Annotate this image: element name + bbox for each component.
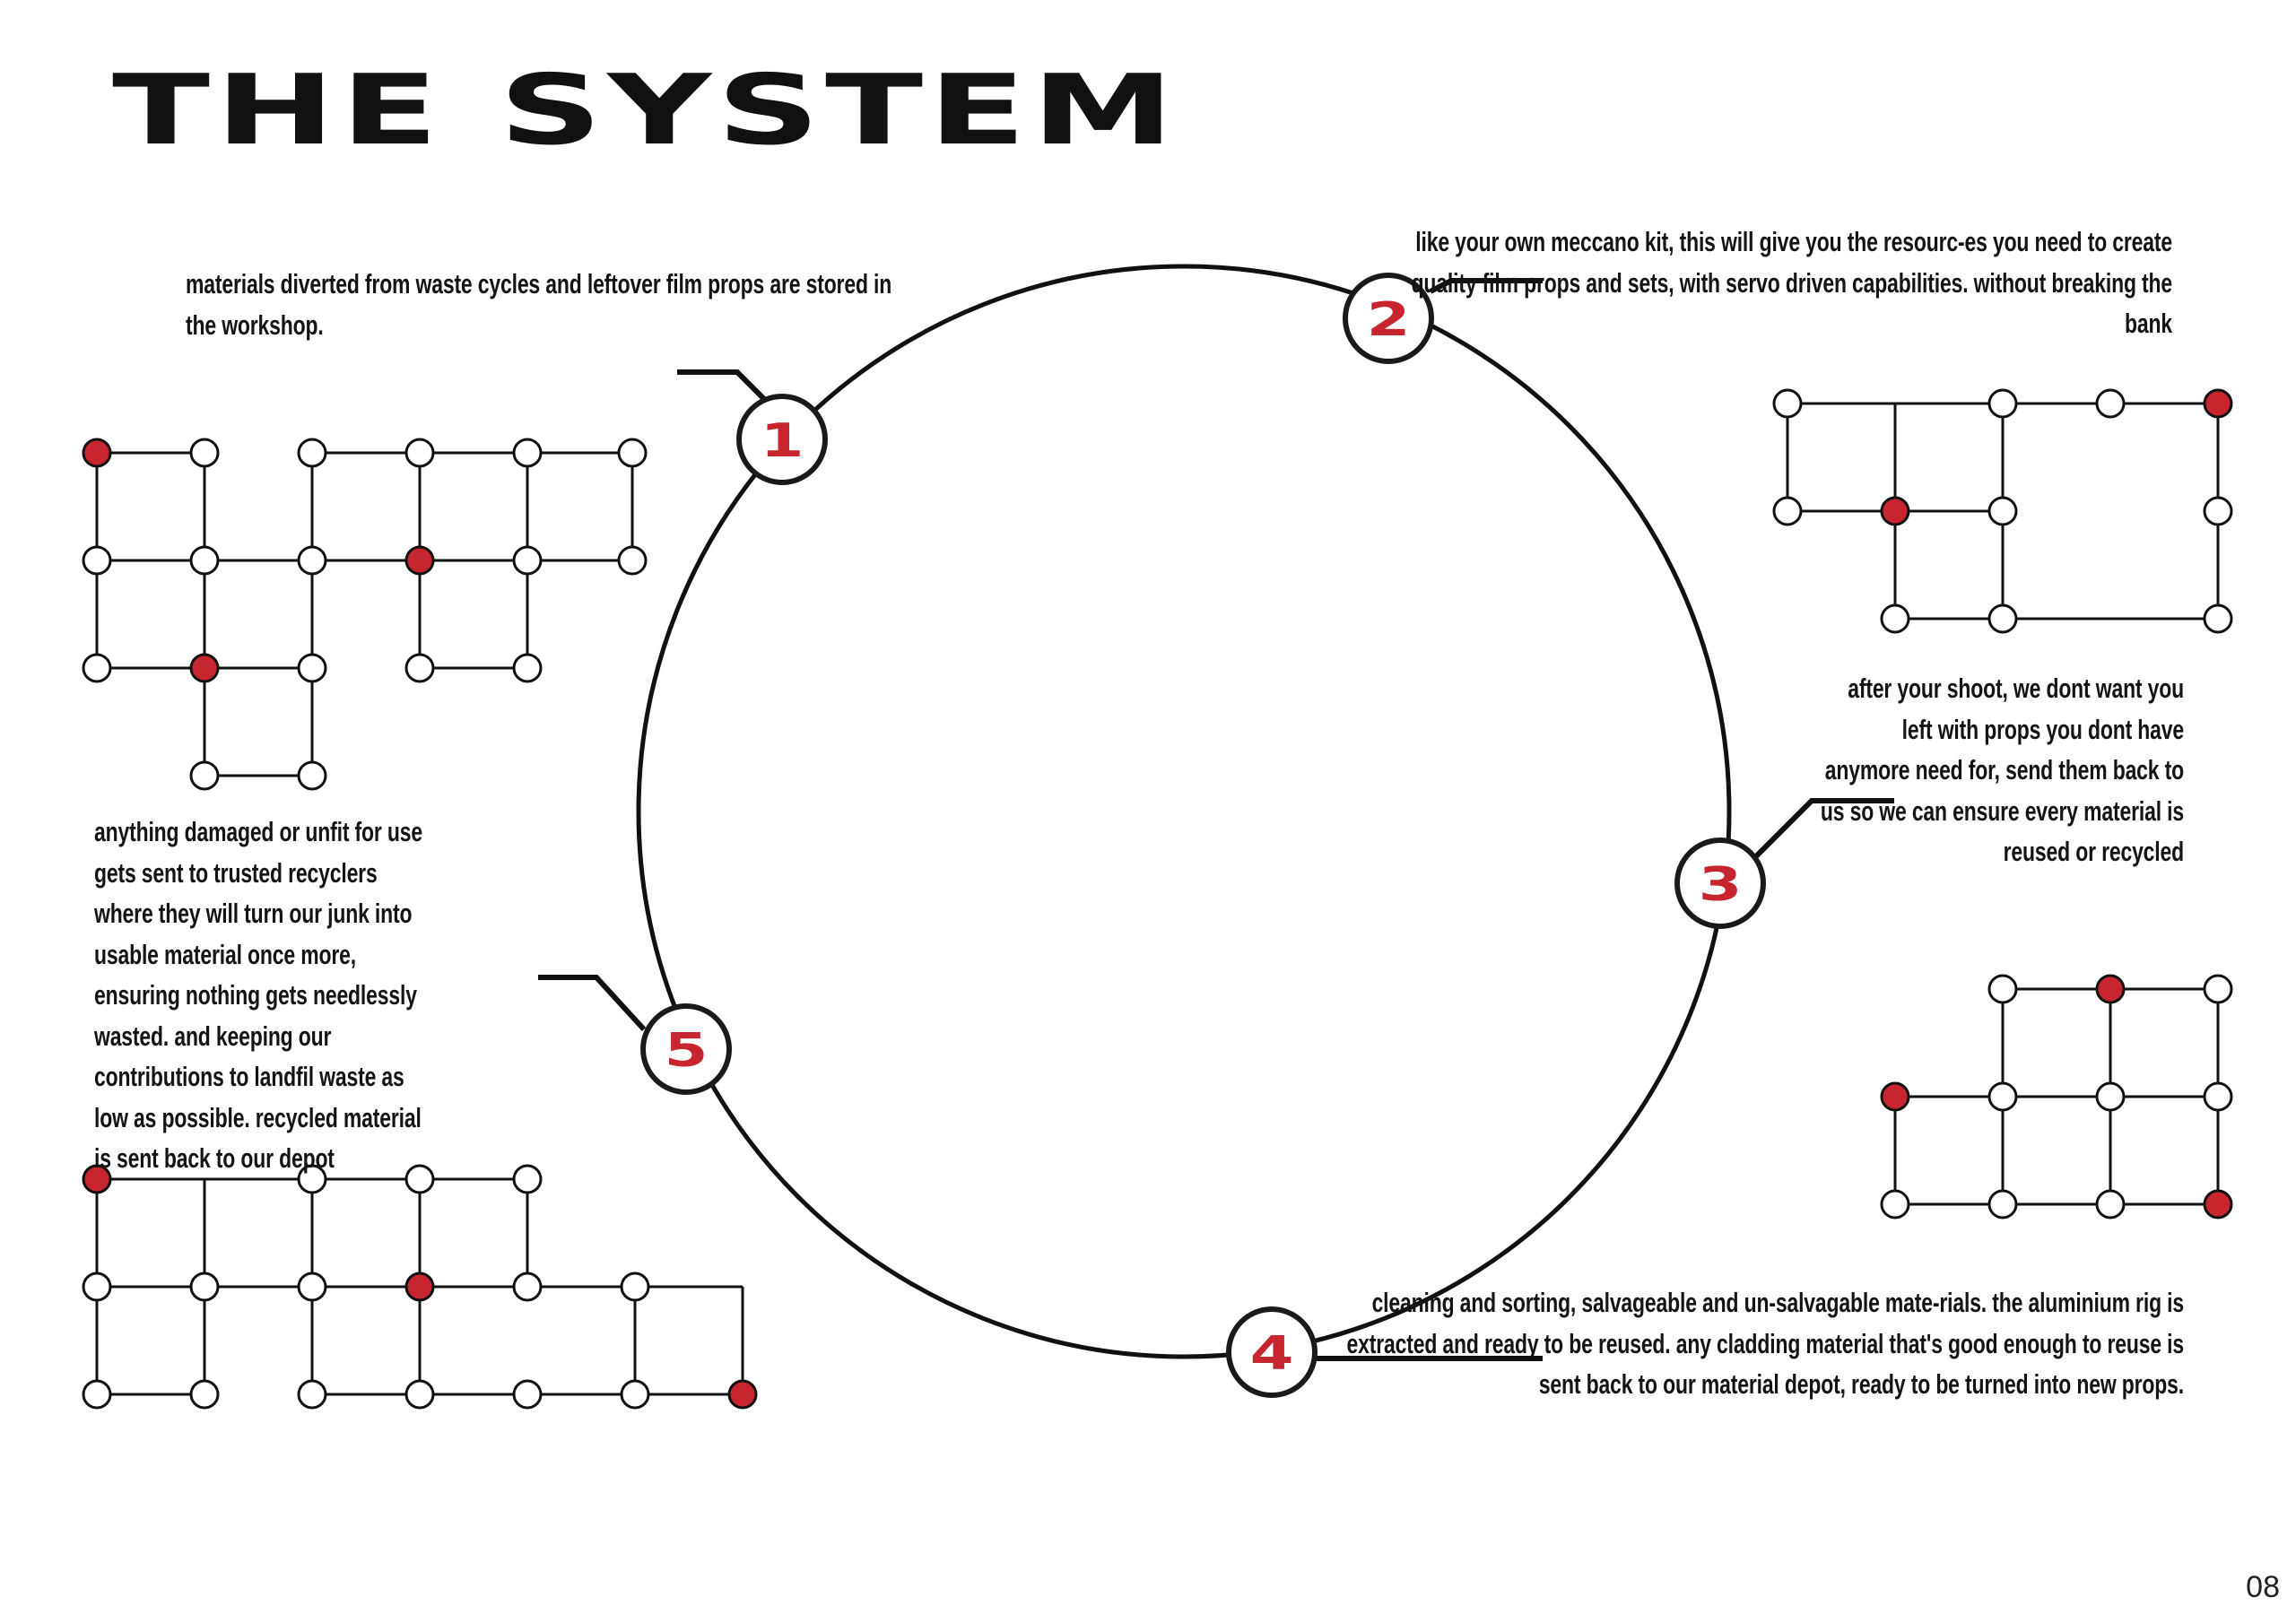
page-title: THE SYSTEM bbox=[112, 55, 1180, 167]
grid-node bbox=[404, 1379, 435, 1410]
grid-node bbox=[512, 1271, 543, 1302]
grid-node bbox=[2095, 1081, 2126, 1112]
leader-line bbox=[1753, 798, 1894, 859]
step-5-badge: 5 bbox=[640, 1003, 732, 1095]
grid-node-highlight bbox=[2203, 1189, 2233, 1219]
grid-node bbox=[1880, 1189, 1910, 1219]
grid-node bbox=[297, 1379, 327, 1410]
cycle-ring bbox=[636, 264, 1732, 1359]
grid-bottom-left bbox=[82, 1164, 758, 1410]
grid-node bbox=[82, 1271, 112, 1302]
grid-node bbox=[1772, 388, 1803, 419]
step-3-badge: 3 bbox=[1674, 838, 1766, 929]
step-5-description: anything damaged or unfit for use gets s… bbox=[94, 816, 422, 1174]
grid-node bbox=[82, 653, 112, 683]
grid-node bbox=[2203, 974, 2233, 1004]
grid-node bbox=[617, 545, 648, 576]
grid-node bbox=[512, 1379, 543, 1410]
grid-node bbox=[1987, 388, 2018, 419]
grid-node bbox=[404, 1164, 435, 1194]
grid-node bbox=[2203, 1081, 2233, 1112]
grid-node bbox=[1987, 603, 2018, 634]
grid-node-highlight bbox=[404, 1271, 435, 1302]
grid-top-right bbox=[1772, 388, 2233, 634]
grid-node-highlight bbox=[2203, 388, 2233, 419]
grid-node bbox=[189, 760, 220, 791]
grid-node-highlight bbox=[404, 545, 435, 576]
grid-node bbox=[297, 1271, 327, 1302]
grid-node bbox=[82, 545, 112, 576]
grid-node-highlight bbox=[1880, 1081, 1910, 1112]
grid-node-highlight bbox=[727, 1379, 758, 1410]
grid-node-highlight bbox=[82, 1164, 112, 1194]
grid-node bbox=[297, 1164, 327, 1194]
grid-node bbox=[1987, 496, 2018, 526]
grid-node bbox=[1987, 974, 2018, 1004]
step-2-badge: 2 bbox=[1343, 273, 1434, 364]
leader-line bbox=[677, 369, 770, 404]
grid-node bbox=[404, 653, 435, 683]
step-badge-number: 4 bbox=[1250, 1326, 1294, 1381]
page-number: 08 bbox=[2246, 1570, 2280, 1604]
step-badge-number: 2 bbox=[1367, 292, 1411, 347]
step-1-badge: 1 bbox=[736, 394, 828, 485]
step-1-description: materials diverted from waste cycles and… bbox=[186, 268, 892, 341]
leader-line bbox=[1429, 278, 1543, 294]
grid-node bbox=[620, 1379, 650, 1410]
grid-node bbox=[2203, 496, 2233, 526]
grid-node bbox=[620, 1271, 650, 1302]
grid-node bbox=[1772, 496, 1803, 526]
grid-node bbox=[1880, 603, 1910, 634]
grid-node bbox=[297, 760, 327, 791]
step-4-description: cleaning and sorting, salvageable and un… bbox=[1346, 1287, 2185, 1400]
grid-node-highlight bbox=[2095, 974, 2126, 1004]
grid-top-left bbox=[82, 438, 648, 791]
step-badge-ring bbox=[1343, 273, 1434, 364]
grid-node bbox=[1987, 1189, 2018, 1219]
step-badge-ring bbox=[1674, 838, 1766, 929]
grid-node-highlight bbox=[1880, 496, 1910, 526]
step-3-description: after your shoot, we dont want you left … bbox=[1820, 673, 2184, 867]
grid-node bbox=[617, 438, 648, 468]
grid-node bbox=[189, 1379, 220, 1410]
step-badge-ring bbox=[1226, 1306, 1318, 1398]
grid-node-highlight bbox=[82, 438, 112, 468]
grid-node bbox=[2095, 1189, 2126, 1219]
step-badge-ring bbox=[640, 1003, 732, 1095]
step-badge-number: 5 bbox=[665, 1023, 709, 1078]
grid-node-highlight bbox=[189, 653, 220, 683]
step-badge-number: 1 bbox=[761, 413, 804, 468]
step-4-badge: 4 bbox=[1226, 1306, 1318, 1398]
leader-line bbox=[538, 975, 647, 1032]
grid-node bbox=[297, 545, 327, 576]
grid-node bbox=[189, 438, 220, 468]
grid-node bbox=[512, 438, 543, 468]
grid-node bbox=[512, 653, 543, 683]
grid-right bbox=[1880, 974, 2233, 1219]
grid-node bbox=[404, 438, 435, 468]
grid-node bbox=[2203, 603, 2233, 634]
grid-node bbox=[512, 545, 543, 576]
grid-node bbox=[512, 1164, 543, 1194]
grid-node bbox=[297, 653, 327, 683]
step-badge-number: 3 bbox=[1699, 857, 1743, 912]
grid-node bbox=[1987, 1081, 2018, 1112]
step-2-description: like your own meccano kit, this will giv… bbox=[1411, 226, 2173, 339]
grid-node bbox=[82, 1379, 112, 1410]
step-badge-ring bbox=[736, 394, 828, 485]
grid-node bbox=[189, 545, 220, 576]
grid-node bbox=[189, 1271, 220, 1302]
grid-node bbox=[2095, 388, 2126, 419]
grid-node bbox=[297, 438, 327, 468]
